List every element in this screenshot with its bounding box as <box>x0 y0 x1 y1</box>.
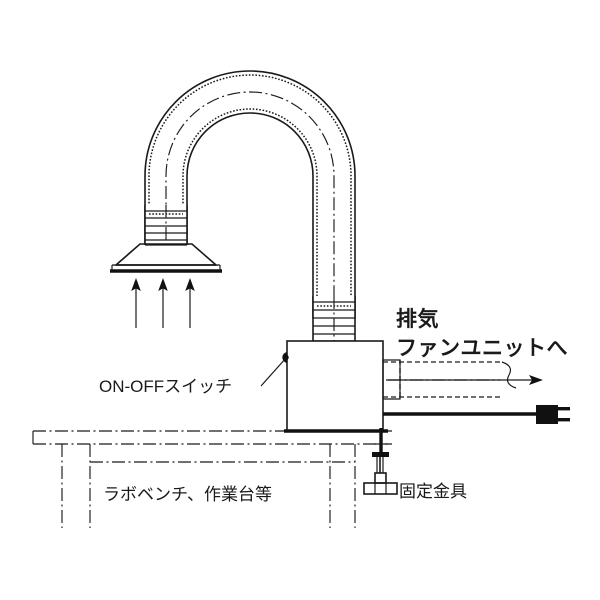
corrugated-collar-lower <box>312 296 356 342</box>
flexible-duct-arm <box>144 70 356 319</box>
fixing-bracket-clamp <box>363 428 398 495</box>
corrugated-collar-upper <box>144 205 188 246</box>
blower-body-box <box>284 340 388 433</box>
intake-hood <box>110 243 222 273</box>
bench-label: ラボベンチ、作業台等 <box>103 485 272 504</box>
lab-bench <box>32 430 392 528</box>
power-plug <box>536 405 570 424</box>
exhaust-label-line1: 排気 <box>396 307 439 331</box>
intake-airflow-arrows <box>131 278 195 328</box>
exhaust-flow-arrow <box>386 375 543 385</box>
exhaust-label-line2: ファンユニットへ <box>396 337 568 360</box>
switch-label: ON-OFFスイッチ <box>99 377 232 396</box>
bracket-label: 固定金具 <box>399 482 467 501</box>
switch-leader-line <box>260 357 287 387</box>
